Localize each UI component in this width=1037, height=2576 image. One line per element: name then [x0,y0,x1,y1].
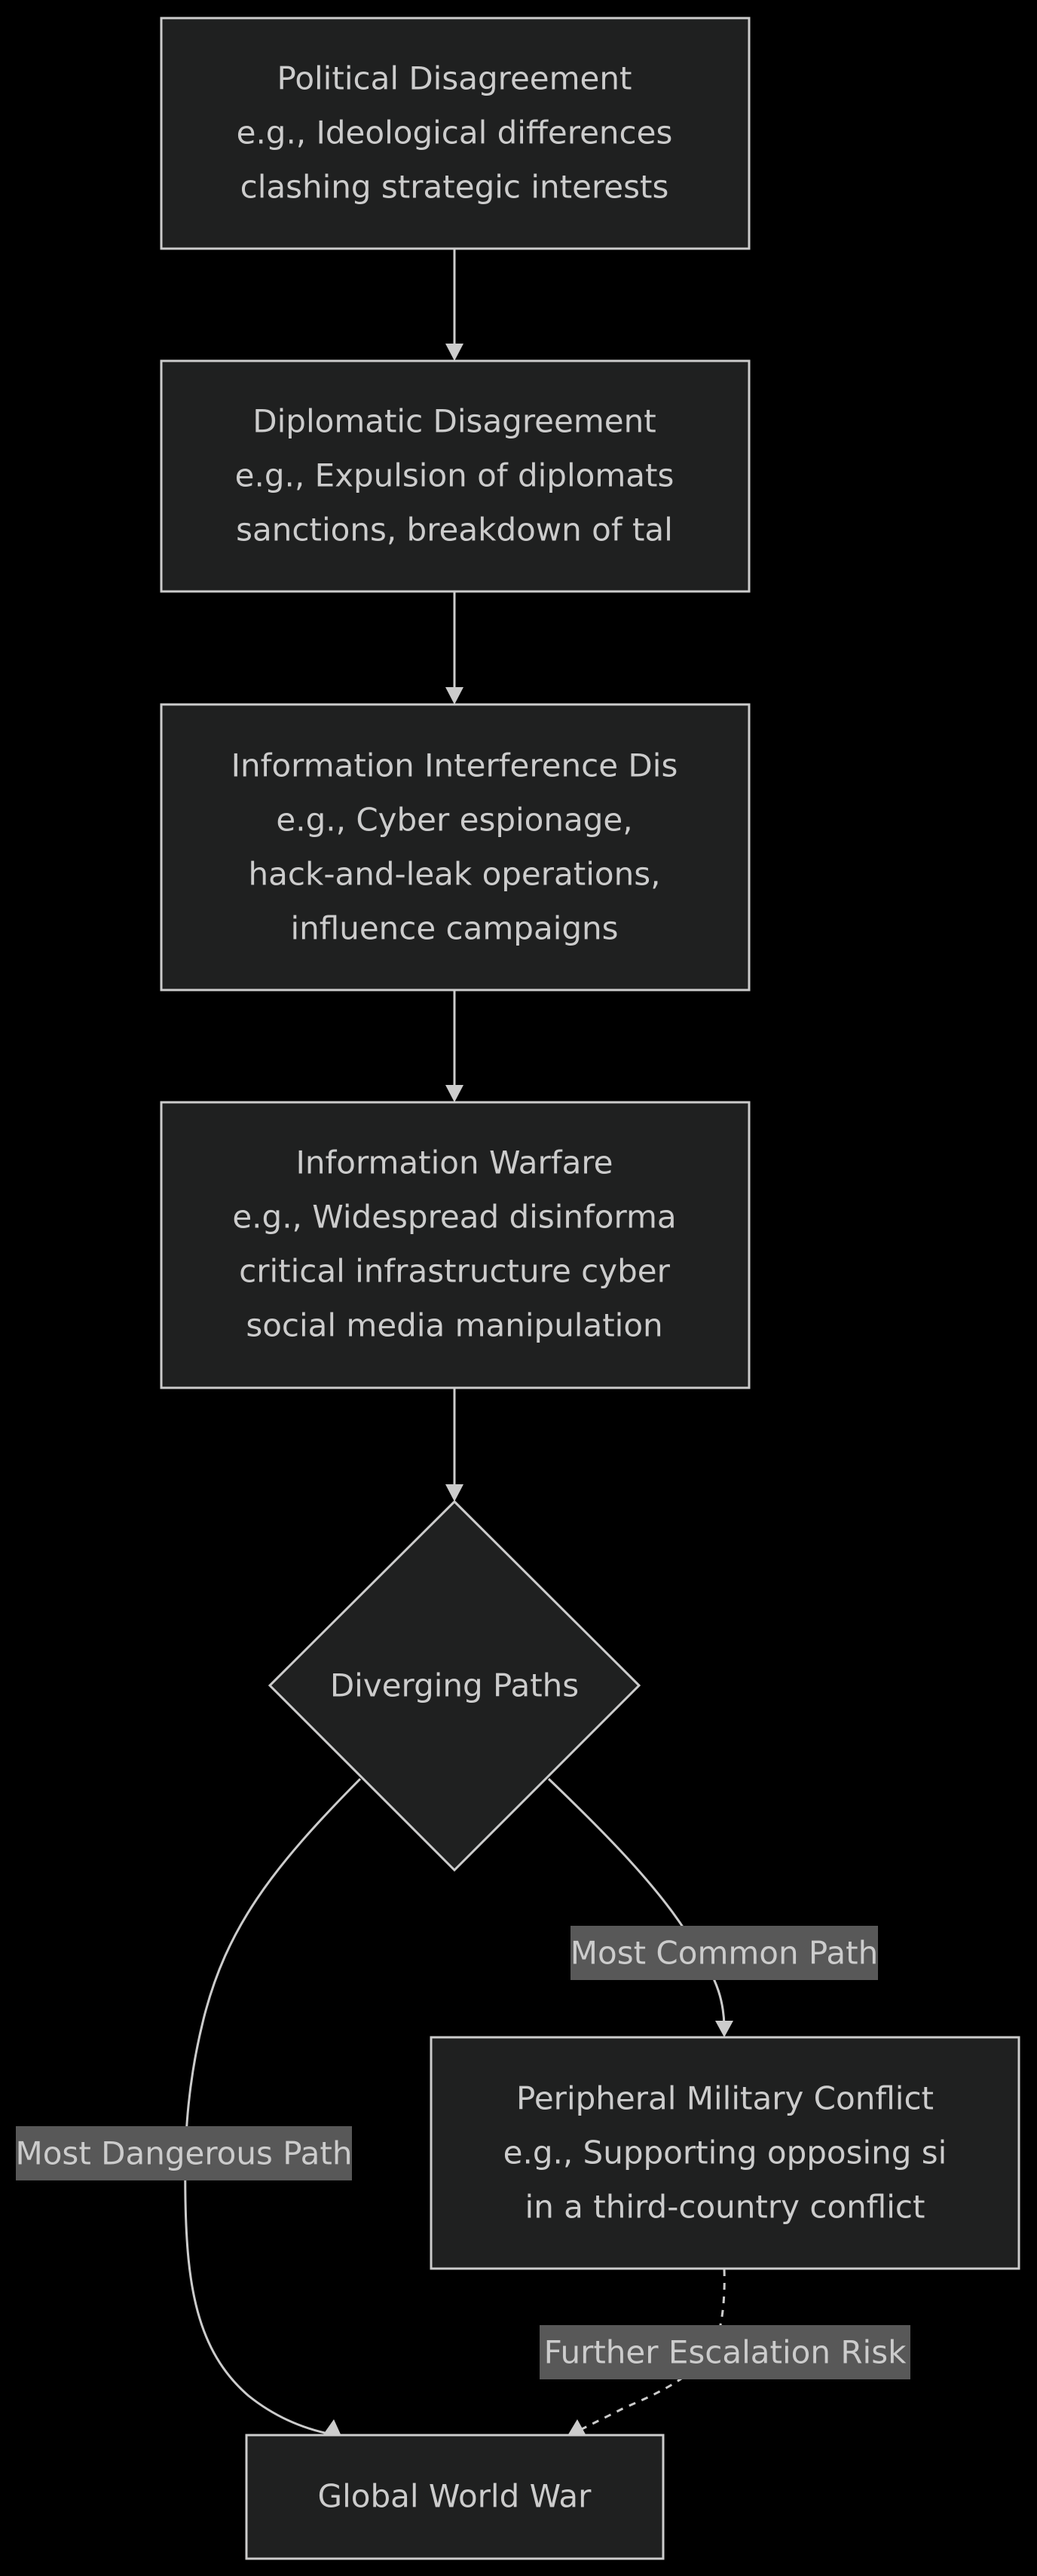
node-line: Information Interference Dis [231,747,678,784]
edge-label-text: Most Dangerous Path [16,2135,353,2172]
edge-label-most-common-path: Most Common Path [571,1926,878,1980]
arrowhead-icon [445,344,463,361]
edge-label-further-escalation-risk: Further Escalation Risk [540,2325,910,2379]
edge-label-text: Most Common Path [571,1935,878,1972]
node-line: e.g., Widespread disinforma [232,1199,676,1236]
edge-diverging-to-peripheral [547,1777,726,2026]
node-line: Peripheral Military Conflict [516,2080,934,2117]
edge-label-most-dangerous-path: Most Dangerous Path [16,2126,353,2180]
node-diplomatic-disagreement[interactable]: Diplomatic Disagreement e.g., Expulsion … [160,359,751,593]
edge-diverging-to-worldwar [184,1777,362,2436]
node-line: e.g., Expulsion of diplomats [235,457,675,494]
node-line: critical infrastructure cyber [239,1253,670,1290]
node-peripheral-military-conflict[interactable]: Peripheral Military Conflict e.g., Suppo… [430,2036,1020,2270]
node-global-world-war[interactable]: Global World War [245,2434,665,2560]
node-line: e.g., Supporting opposing si [503,2134,947,2171]
node-line: social media manipulation [246,1307,662,1344]
node-line: e.g., Ideological differences [237,115,673,151]
arrowhead-icon [445,1484,463,1502]
node-line: Diplomatic Disagreement [252,403,656,440]
node-line: clashing strategic interests [240,169,669,206]
node-line: e.g., Cyber espionage, [276,802,632,839]
nodes-layer: Political Disagreement e.g., Ideological… [160,17,1020,2560]
edge-label-text: Further Escalation Risk [544,2334,907,2371]
node-line: in a third-country conflict [525,2189,925,2226]
node-line: hack-and-leak operations, [249,856,661,893]
node-line: Diverging Paths [330,1667,579,1704]
edges-layer [184,249,733,2436]
arrowhead-icon [715,2021,733,2037]
node-diverging-paths[interactable]: Diverging Paths [268,1499,641,1872]
arrowhead-icon [445,1085,463,1102]
edge-labels-layer: Most Common Path Most Dangerous Path Fur… [16,1926,910,2379]
node-information-interference[interactable]: Information Interference Dis e.g., Cyber… [160,703,751,992]
arrowhead-icon [323,2419,341,2434]
arrowhead-icon [568,2419,586,2434]
node-line: Global World War [318,2478,592,2515]
node-political-disagreement[interactable]: Political Disagreement e.g., Ideological… [160,17,751,250]
arrowhead-icon [445,687,463,704]
node-line: Political Disagreement [277,60,632,97]
node-line: sanctions, breakdown of tal [236,512,673,549]
node-information-warfare[interactable]: Information Warfare e.g., Widespread dis… [160,1101,751,1389]
node-line: influence campaigns [290,910,618,947]
node-line: Information Warfare [295,1144,613,1181]
